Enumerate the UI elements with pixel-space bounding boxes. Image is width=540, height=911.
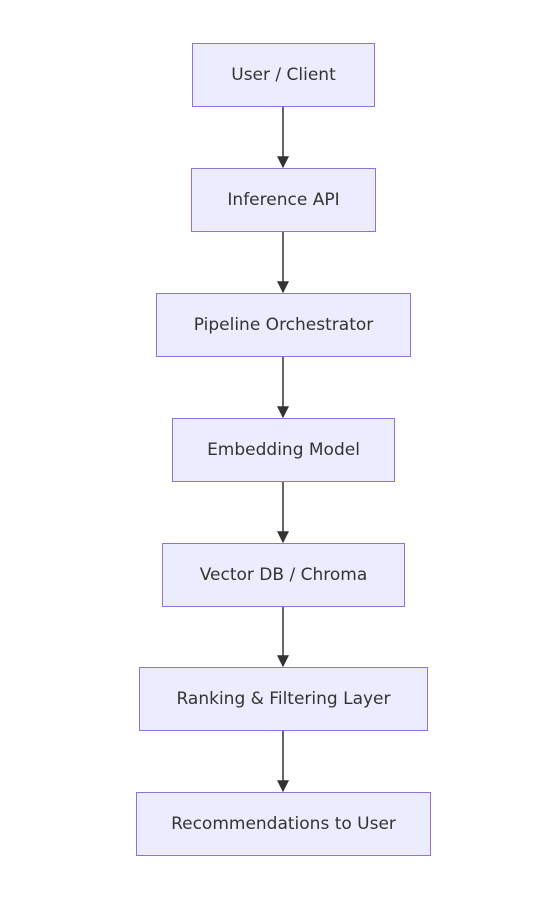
node-label: Embedding Model <box>207 440 360 460</box>
node-inference-api: Inference API <box>191 168 376 232</box>
node-recommendations: Recommendations to User <box>136 792 431 856</box>
node-user-client: User / Client <box>192 43 375 107</box>
node-ranking-filtering: Ranking & Filtering Layer <box>139 667 428 731</box>
node-pipeline-orchestrator: Pipeline Orchestrator <box>156 293 411 357</box>
node-vector-db: Vector DB / Chroma <box>162 543 405 607</box>
node-label: Ranking & Filtering Layer <box>176 689 391 709</box>
node-label: Inference API <box>227 190 340 210</box>
node-label: User / Client <box>231 65 336 85</box>
node-label: Vector DB / Chroma <box>199 565 368 585</box>
node-label: Recommendations to User <box>171 814 396 834</box>
node-label: Pipeline Orchestrator <box>193 315 374 335</box>
node-embedding-model: Embedding Model <box>172 418 395 482</box>
